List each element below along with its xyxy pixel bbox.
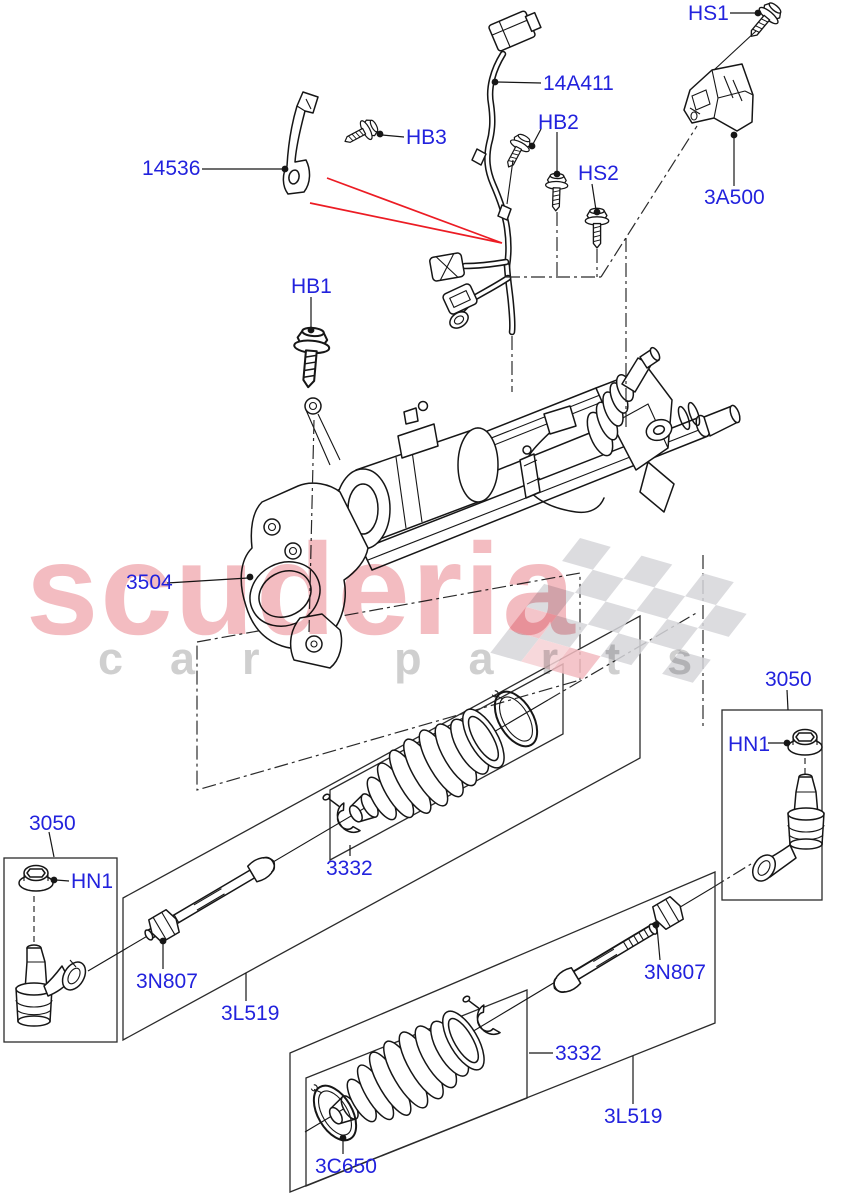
bolt-axis-lines xyxy=(308,125,698,633)
bolt-hs1-drawing xyxy=(713,0,787,71)
boot-kit-3332-upper-drawing xyxy=(321,679,547,850)
bolt-hb2-upper-drawing xyxy=(498,130,535,205)
callout-leader-lines xyxy=(48,9,791,1154)
steering-gear-drawing xyxy=(240,346,741,669)
tie-rod-end-left-drawing xyxy=(15,864,87,1027)
bolt-hb1-drawing xyxy=(289,325,332,390)
tie-rod-end-right-drawing xyxy=(751,728,825,882)
boot-kit-3332-lower-drawing xyxy=(301,990,501,1152)
bolt-hb2-lower-drawing xyxy=(544,172,569,212)
inner-tie-rod-right-drawing xyxy=(553,923,658,993)
red-pointer-lines xyxy=(309,177,503,244)
checkered-flag-watermark xyxy=(490,538,747,683)
bolt-hb3-drawing xyxy=(339,115,382,152)
wiring-harness-14A411-drawing xyxy=(429,10,542,392)
cover-3A500-drawing xyxy=(683,63,754,132)
bracket-14536-drawing xyxy=(282,91,319,195)
